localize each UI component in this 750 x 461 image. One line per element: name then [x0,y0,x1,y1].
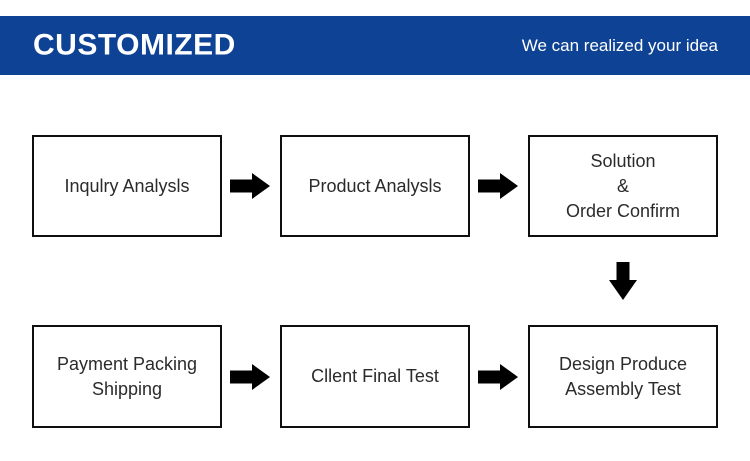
flow-step-label: Assembly Test [565,378,681,399]
flow-step-label: & [616,175,629,196]
banner-title: CUSTOMIZED [33,27,236,61]
flow-step-client-final-test: Cllent Final Test [280,325,470,428]
flow-step-label: Shipping [91,378,163,399]
flow-step-label: Solution [590,150,656,171]
flow-step-inquiry-analysis: Inqulry Analysls [32,135,222,237]
flow-step-product-analysis: Product Analysls [280,135,470,237]
flow-step-solution-order-confirm: Solution & Order Confirm [528,135,718,237]
flow-step-label: Product Analysls [308,175,442,196]
right-arrow-icon [230,173,270,199]
flow-step-design-produce-assembly-test: Design Produce Assembly Test [528,325,718,428]
flow-step-label: Payment Packing [56,353,198,374]
flow-step-label: Cllent Final Test [311,366,439,386]
down-arrow-icon [609,262,637,300]
flow-step-label: Inqulry Analysls [64,175,190,196]
flow-step-label: Design Produce [558,353,688,374]
right-arrow-icon [478,173,518,199]
banner-tagline: We can realized your idea [521,35,718,55]
header-banner: CUSTOMIZED We can realized your idea [0,16,750,75]
right-arrow-icon [230,364,270,390]
flow-step-label: Order Confirm [565,200,681,221]
flow-step-payment-packing-shipping: Payment Packing Shipping [32,325,222,428]
right-arrow-icon [478,364,518,390]
